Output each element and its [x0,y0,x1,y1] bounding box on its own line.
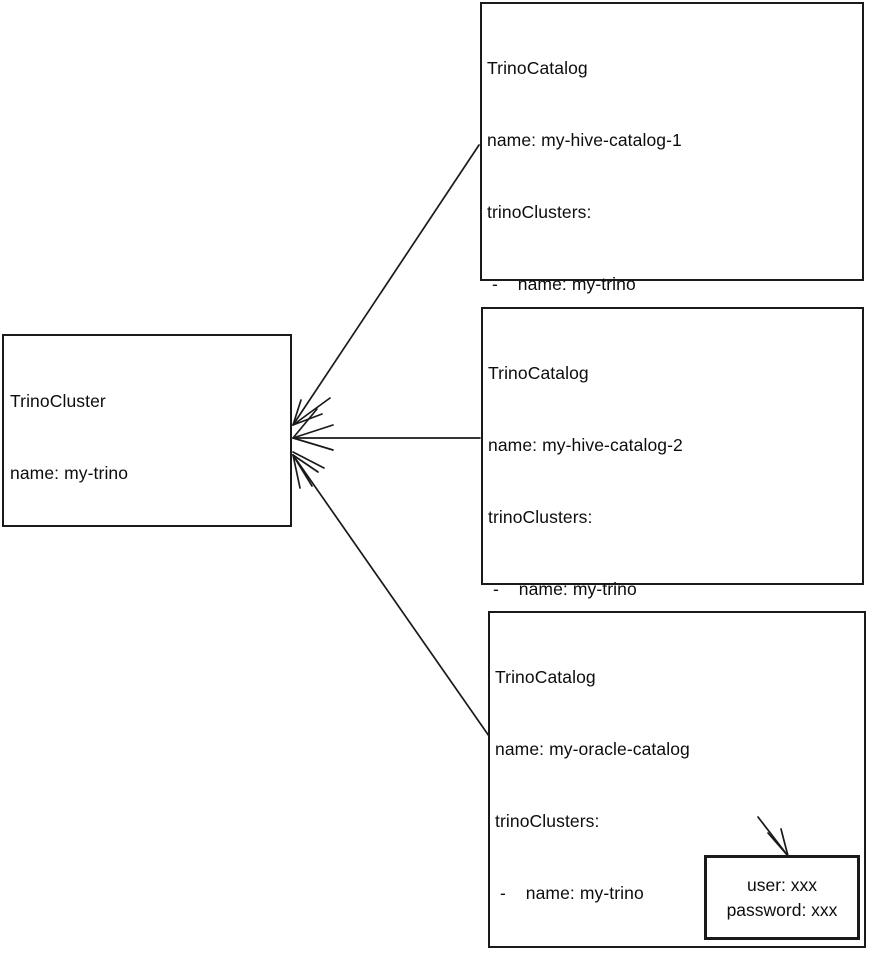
catalog2-line-1: name: my-hive-catalog-2 [488,435,683,455]
catalog3-line-0: TrinoCatalog [495,667,596,687]
trino-cluster-text: TrinoCluster name: my-trino [4,336,128,533]
catalog1-line-1: name: my-hive-catalog-1 [487,130,682,150]
arrow-catalog-2-to-cluster [292,408,481,451]
catalog2-line-2: trinoClusters: [488,507,593,527]
trino-catalog-box-hive-1[interactable]: TrinoCatalog name: my-hive-catalog-1 tri… [480,2,864,654]
cluster-line-kind: TrinoCluster [10,391,106,411]
secret-line-user: user: xxx [746,874,818,895]
cluster-line-name: name: my-trino [10,463,129,483]
catalog1-line-2: trinoClusters: [487,202,592,222]
trino-catalog-box-oracle[interactable]: TrinoCatalog name: my-oracle-catalog tri… [488,611,866,948]
catalog3-line-3: - name: my-trino [495,883,644,903]
secret-text: user: xxx password: xxx [707,858,857,937]
catalog2-line-0: TrinoCatalog [488,363,589,383]
trino-catalog-box-hive-2[interactable]: TrinoCatalog name: my-hive-catalog-2 tri… [481,307,864,887]
trino-catalog-3-text: TrinoCatalog name: my-oracle-catalog tri… [490,613,800,954]
catalog2-line-3: - name: my-trino [488,579,637,599]
catalog3-line-1: name: my-oracle-catalog [495,739,690,759]
trino-cluster-box[interactable]: TrinoCluster name: my-trino [2,334,292,527]
arrow-catalog-1-to-cluster [292,144,480,426]
secret-box[interactable]: user: xxx password: xxx [704,855,860,940]
arrow-catalog-3-to-cluster [292,451,490,737]
catalog1-line-3: - name: my-trino [487,274,636,294]
catalog3-line-2: trinoClusters: [495,811,600,831]
secret-line-password: password: xxx [726,899,838,920]
catalog1-line-0: TrinoCatalog [487,58,588,78]
